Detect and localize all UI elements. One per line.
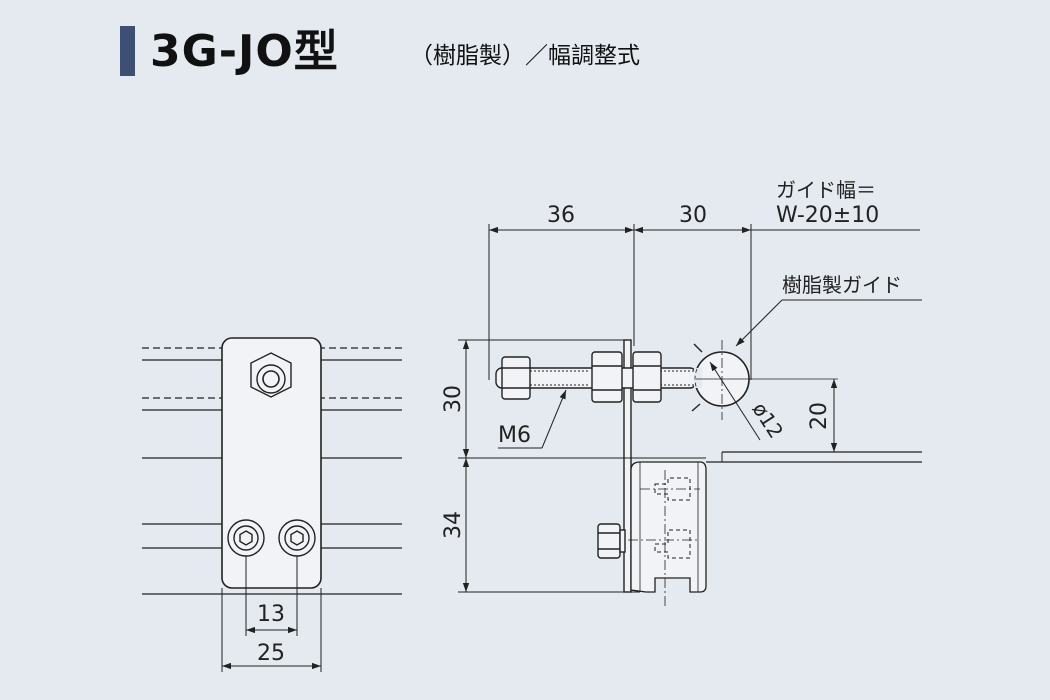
dim-30-left: [458, 339, 624, 458]
dim-30-top: [634, 224, 920, 380]
dim-36-label: 36: [547, 203, 575, 228]
side-view: [458, 224, 922, 606]
dim-13: [245, 556, 298, 636]
dim-30-top-label: 30: [679, 203, 707, 228]
dim-13-label: 13: [257, 602, 285, 627]
leader-phi12: [709, 361, 761, 441]
dim-36: [488, 224, 635, 380]
end-nut: [501, 356, 531, 400]
dim-20-label: 20: [807, 402, 832, 430]
dim-25-label: 25: [257, 641, 285, 666]
page-title: 3G-JO型: [150, 26, 339, 77]
page-subtitle: （樹脂製）／幅調整式: [410, 43, 640, 69]
m6-label: M6: [498, 423, 531, 448]
dim-30-left-label: 30: [441, 385, 466, 413]
title-accent-bar: [120, 26, 135, 76]
top-bolt: [250, 352, 292, 398]
guide-width-label: ガイド幅＝: [776, 178, 876, 202]
dim-34: [458, 457, 706, 593]
nut-right: [632, 351, 662, 403]
bottom-screw-left: [227, 519, 265, 557]
resin-guide-label: 樹脂製ガイド: [782, 273, 902, 297]
front-view: [142, 337, 402, 672]
leader-m6: [498, 389, 567, 449]
phi12-label: ø12: [748, 398, 789, 443]
dim-34-label: 34: [441, 511, 466, 539]
guide-width-value: W-20±10: [776, 203, 879, 228]
side-screw: [597, 523, 626, 559]
bottom-screw-right: [278, 519, 316, 557]
dim-25: [221, 588, 322, 672]
frame-profile: [610, 451, 922, 606]
nut-left: [591, 351, 623, 403]
leader-resin-guide: [735, 299, 922, 347]
